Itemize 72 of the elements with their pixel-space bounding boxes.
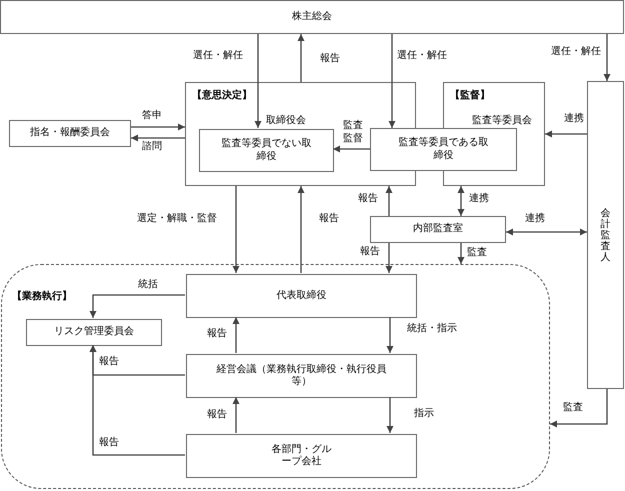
edge-label: 諮問 — [142, 141, 162, 154]
edge-label: 選任・解任 — [193, 50, 243, 62]
group-label: 監査等委員会 — [472, 116, 532, 126]
process-box — [26, 319, 162, 346]
node-label: 経営会議（業務執行取締役・執行役員等） — [216, 364, 388, 388]
arrow — [386, 186, 392, 216]
process-box — [186, 434, 417, 478]
process-box — [199, 129, 334, 172]
arrow — [458, 186, 464, 216]
edge-label: 監査 — [563, 402, 583, 414]
edge-label: 統括・指示 — [407, 323, 457, 336]
arrow — [232, 186, 240, 273]
edge-label: 報告 — [99, 437, 119, 450]
node-label: 会計監査人 — [600, 208, 610, 262]
edge-label: 報告 — [358, 193, 378, 206]
node-label: リスク管理委員会 — [53, 326, 135, 339]
arrow — [545, 130, 587, 138]
edge-label: 報告 — [207, 328, 227, 340]
process-box — [370, 216, 506, 243]
process-box — [186, 354, 417, 398]
arrow — [458, 243, 464, 264]
group-frame — [1, 264, 550, 489]
edge-label: 報告 — [99, 356, 119, 368]
node-label: 監査等委員である取締役 — [398, 137, 490, 162]
edge-label: 報告 — [360, 246, 380, 258]
arrow — [333, 146, 370, 152]
group-box — [185, 82, 416, 186]
edge-label: 監査 — [467, 247, 487, 260]
section-heading: 【意思決定】 — [192, 91, 252, 101]
edge-label: 連携 — [469, 193, 489, 206]
edge-label: 指示 — [414, 408, 434, 420]
section-heading: 【業務執行】 — [12, 292, 72, 302]
arrow — [388, 34, 396, 128]
edge-label: 選任・解任 — [551, 46, 601, 58]
arrow — [131, 124, 185, 130]
process-box — [370, 128, 517, 171]
arrow — [232, 317, 240, 353]
arrow — [232, 397, 240, 433]
group-label: 取締役会 — [266, 116, 306, 126]
arrow — [386, 397, 394, 433]
edge-label: 連携 — [564, 113, 584, 126]
arrow — [90, 345, 185, 456]
edge-label: 答申 — [142, 110, 162, 122]
arrow — [604, 34, 610, 81]
edge-label: 選定・解職・監督 — [137, 213, 217, 226]
process-box — [186, 274, 417, 318]
node-label: 代表取締役 — [276, 290, 328, 302]
edge-label: 報告 — [320, 53, 340, 66]
arrow — [386, 243, 392, 273]
process-box — [0, 0, 624, 34]
arrow — [298, 186, 304, 273]
edge-label: 報告 — [207, 409, 227, 422]
arrow — [298, 34, 304, 82]
node-label: 指名・報酬委員会 — [29, 127, 111, 140]
node-label: 内部監査室 — [412, 223, 464, 236]
arrow — [254, 34, 262, 128]
edge-label: 報告 — [319, 213, 339, 226]
edge-label: 連携 — [525, 213, 545, 226]
arrow — [90, 294, 185, 318]
node-label: 株主総会 — [291, 10, 333, 24]
node-label: 監査等委員でない取締役 — [220, 138, 312, 163]
edge-label: 監査監督 — [342, 120, 364, 145]
edge-label: 選任・解任 — [397, 50, 447, 62]
arrow — [550, 389, 608, 428]
arrow — [131, 134, 185, 142]
process-box — [587, 81, 624, 389]
process-box — [9, 120, 131, 147]
section-heading: 【監督】 — [450, 91, 490, 101]
node-label: 各部門・グループ会社 — [270, 444, 332, 468]
arrow — [506, 228, 587, 236]
arrow — [386, 317, 394, 353]
edge-label: 統括 — [138, 279, 158, 292]
